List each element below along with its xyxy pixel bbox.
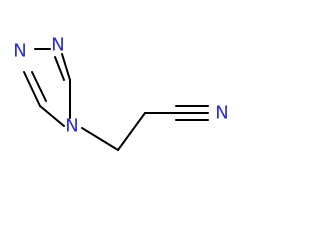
bond-chain1-chain2: [117, 112, 146, 151]
molecule-structure-diagram: N N N N: [13, 35, 229, 151]
bond-c5-n1-inner: [31, 71, 47, 102]
bond-n4-c5: [39, 105, 65, 127]
atom-nitrile-n-label: N: [215, 103, 228, 124]
bond-n2-c3: [61, 53, 71, 81]
bond-n4-chain1: [81, 127, 119, 151]
atom-n4-label: N: [65, 116, 78, 137]
atom-n2-label: N: [51, 35, 64, 56]
bond-c5-n1: [23, 71, 41, 107]
bond-n2-c3-inner: [54, 56, 65, 81]
atom-n1-label: N: [13, 41, 26, 62]
